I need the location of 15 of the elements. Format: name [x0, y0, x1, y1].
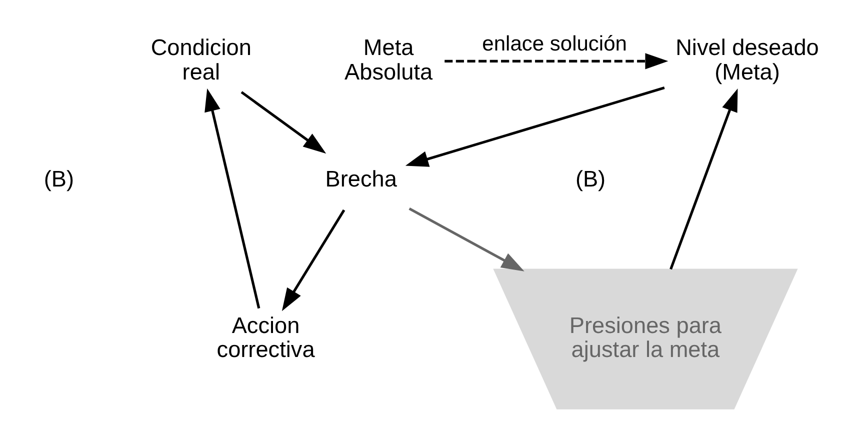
arrow — [444, 52, 668, 69]
arrow — [405, 86, 665, 166]
node-text: Condicion real — [150, 34, 252, 84]
label: (B) — [575, 166, 606, 192]
arrow — [282, 208, 346, 311]
node-text: Meta Absoluta — [344, 34, 433, 84]
node-text: Nivel deseado (Meta) — [676, 34, 819, 84]
arrow — [408, 207, 524, 271]
arrow — [670, 88, 738, 270]
arrow — [204, 88, 260, 308]
node-text: Brecha — [325, 166, 397, 192]
label: (B) — [44, 166, 74, 192]
edge-label: enlace solución — [482, 32, 627, 55]
arrow — [240, 90, 326, 154]
node-text: Accion correctiva — [216, 312, 315, 362]
